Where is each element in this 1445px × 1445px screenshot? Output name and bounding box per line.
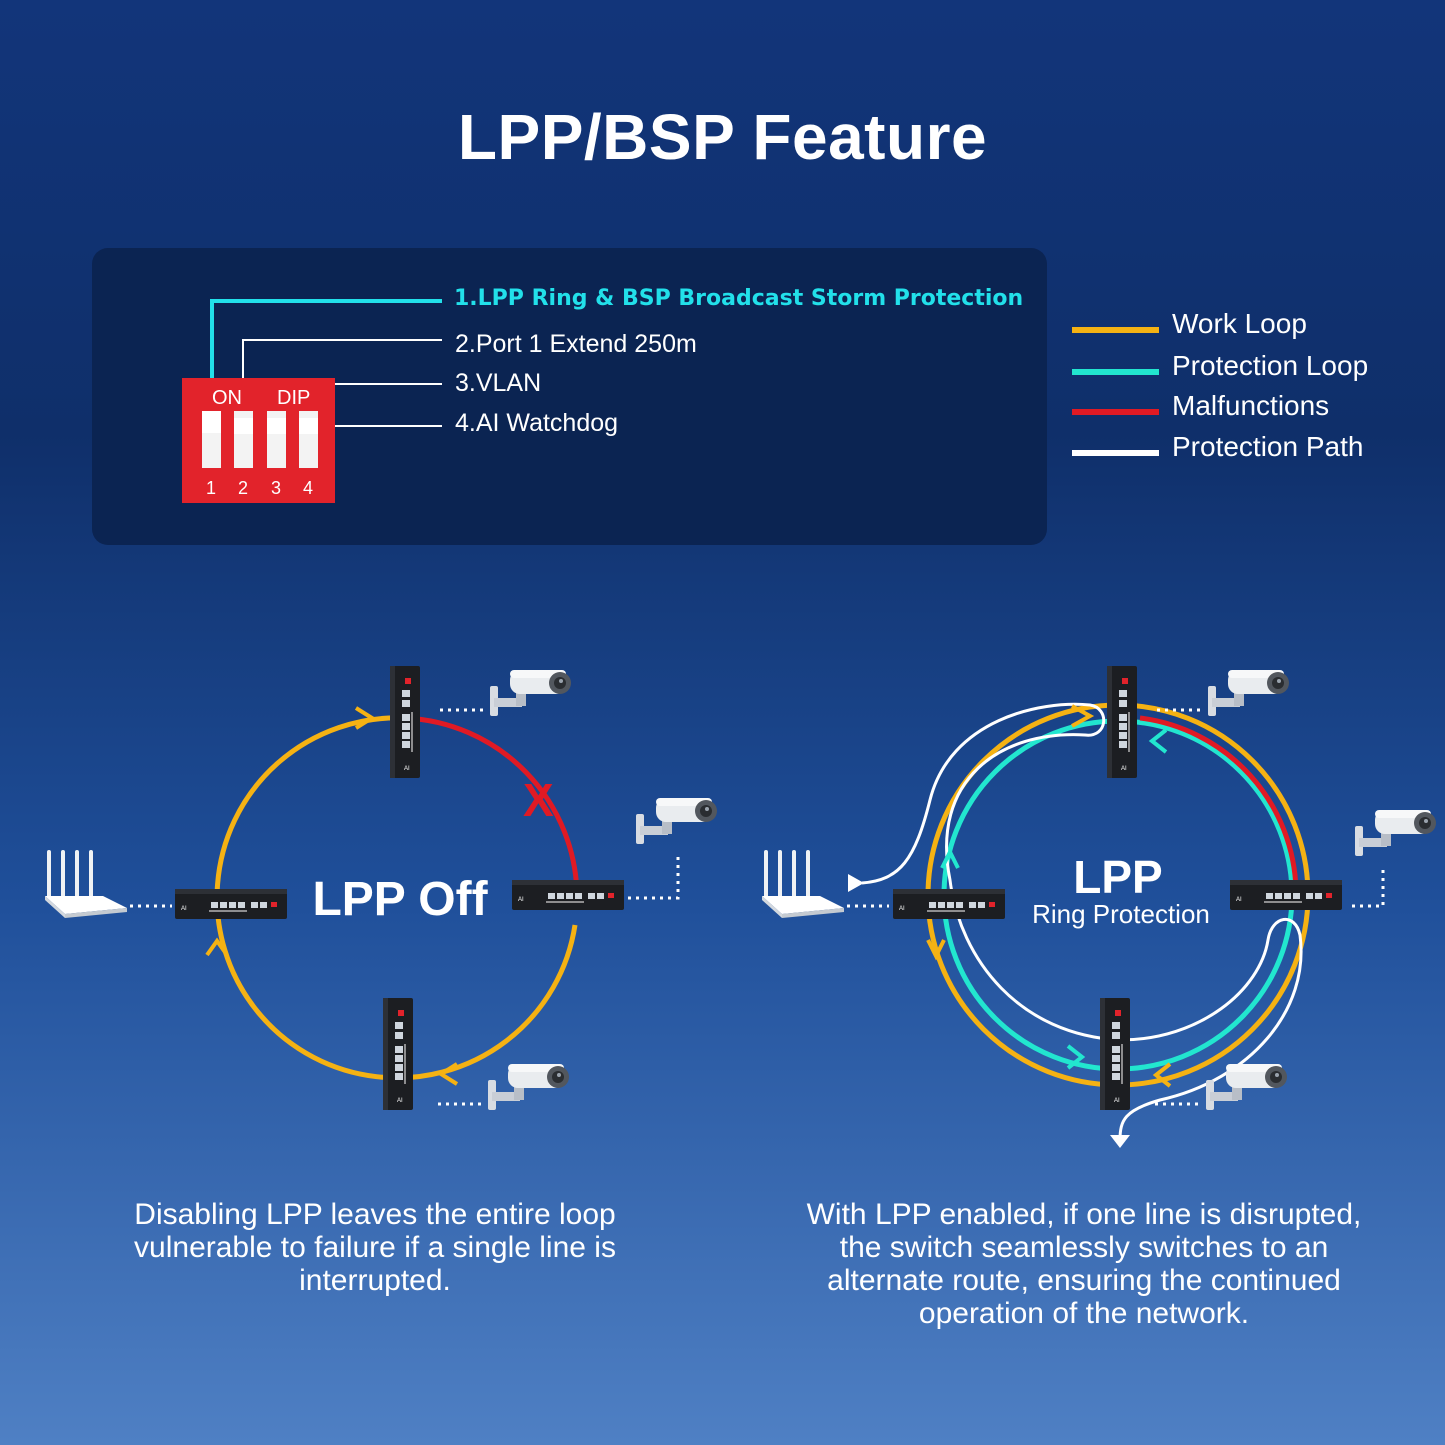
router-icon	[45, 850, 127, 918]
path-arrow-icon	[848, 874, 864, 892]
switch-icon	[892, 888, 1006, 920]
camera-icon	[1355, 810, 1436, 856]
left-caption-line: interrupted.	[299, 1264, 451, 1297]
camera-icon	[636, 798, 717, 844]
page-title: LPP/BSP Feature	[457, 101, 988, 173]
malfunction-line	[1139, 715, 1299, 891]
switch-icon	[511, 879, 625, 911]
legend-label: Malfunctions	[1172, 390, 1330, 421]
legend-swatch	[1072, 369, 1159, 375]
legend-swatch	[1072, 327, 1159, 333]
malfunction-line	[404, 715, 580, 896]
lpp-ring-protection-diagram: LPP Ring Protection	[762, 665, 1436, 1148]
dip-option-2: 2.Port 1 Extend 250m	[455, 330, 697, 358]
left-caption-line: vulnerable to failure if a single line i…	[134, 1231, 616, 1264]
work-loop-line	[214, 715, 578, 1081]
switch-icon	[1106, 665, 1138, 779]
camera-icon	[490, 670, 571, 716]
path-arrow-icon	[1110, 1135, 1130, 1148]
right-caption-line: With LPP enabled, if one line is disrupt…	[806, 1198, 1362, 1231]
fault-x-icon: X	[523, 774, 554, 826]
dip-option-1: 1.LPP Ring & BSP Broadcast Storm Protect…	[454, 286, 1024, 311]
lpp-label: LPP	[1073, 851, 1162, 903]
flow-arrow-icon	[354, 706, 376, 730]
switch-icon	[382, 997, 414, 1111]
lpp-off-diagram: X LPP Off	[45, 665, 717, 1111]
dip-number-3: 3	[271, 478, 281, 498]
dip-dip-label: DIP	[277, 387, 310, 409]
ring-protection-label: Ring Protection	[1032, 899, 1210, 929]
right-caption-line: the switch seamlessly switches to an	[839, 1231, 1329, 1264]
legend-swatch	[1072, 409, 1159, 415]
switch-icon	[389, 665, 421, 779]
flow-arrow-icon	[437, 1062, 459, 1086]
dip-switch-graphic: ON DIP 1 2 3 4	[182, 299, 442, 503]
switch-icon	[1099, 997, 1131, 1111]
camera-icon	[1206, 1064, 1287, 1110]
flow-arrow-icon	[205, 937, 229, 957]
switch-icon	[174, 888, 288, 920]
dip-number-4: 4	[303, 478, 313, 498]
legend-label: Work Loop	[1172, 308, 1307, 339]
dip-number-2: 2	[238, 478, 248, 498]
camera-icon	[488, 1064, 569, 1110]
left-caption: Disabling LPP leaves the entire loop vul…	[85, 1198, 665, 1297]
right-caption-line: alternate route, ensuring the continued	[827, 1264, 1341, 1297]
dip-option-3: 3.VLAN	[455, 369, 542, 397]
legend-label: Protection Loop	[1172, 350, 1369, 381]
dip-on-label: ON	[212, 387, 242, 409]
lpp-off-label: LPP Off	[312, 873, 488, 926]
flow-arrow-icon	[1071, 704, 1095, 728]
legend-label: Protection Path	[1172, 431, 1364, 462]
right-caption-line: operation of the network.	[918, 1297, 1250, 1330]
dip-number-1: 1	[206, 478, 216, 498]
legend-swatch	[1072, 450, 1159, 456]
dip-option-4: 4.AI Watchdog	[455, 409, 619, 437]
switch-icon	[1229, 879, 1343, 911]
dip-switch-panel: ON DIP 1 2 3 4 1.LPP Ring & BSP Broadcas…	[92, 248, 1047, 545]
flow-arrow-icon	[1066, 1044, 1086, 1070]
left-caption-line: Disabling LPP leaves the entire loop	[134, 1198, 616, 1231]
flow-arrow-icon	[926, 939, 946, 961]
flow-arrow-icon	[940, 847, 960, 869]
flow-arrow-icon	[1152, 1062, 1172, 1088]
camera-icon	[1208, 670, 1289, 716]
protection-path-line	[861, 702, 1303, 1141]
flow-arrow-icon	[1148, 728, 1168, 754]
router-icon	[762, 850, 844, 918]
right-caption: With LPP enabled, if one line is disrupt…	[770, 1198, 1398, 1330]
